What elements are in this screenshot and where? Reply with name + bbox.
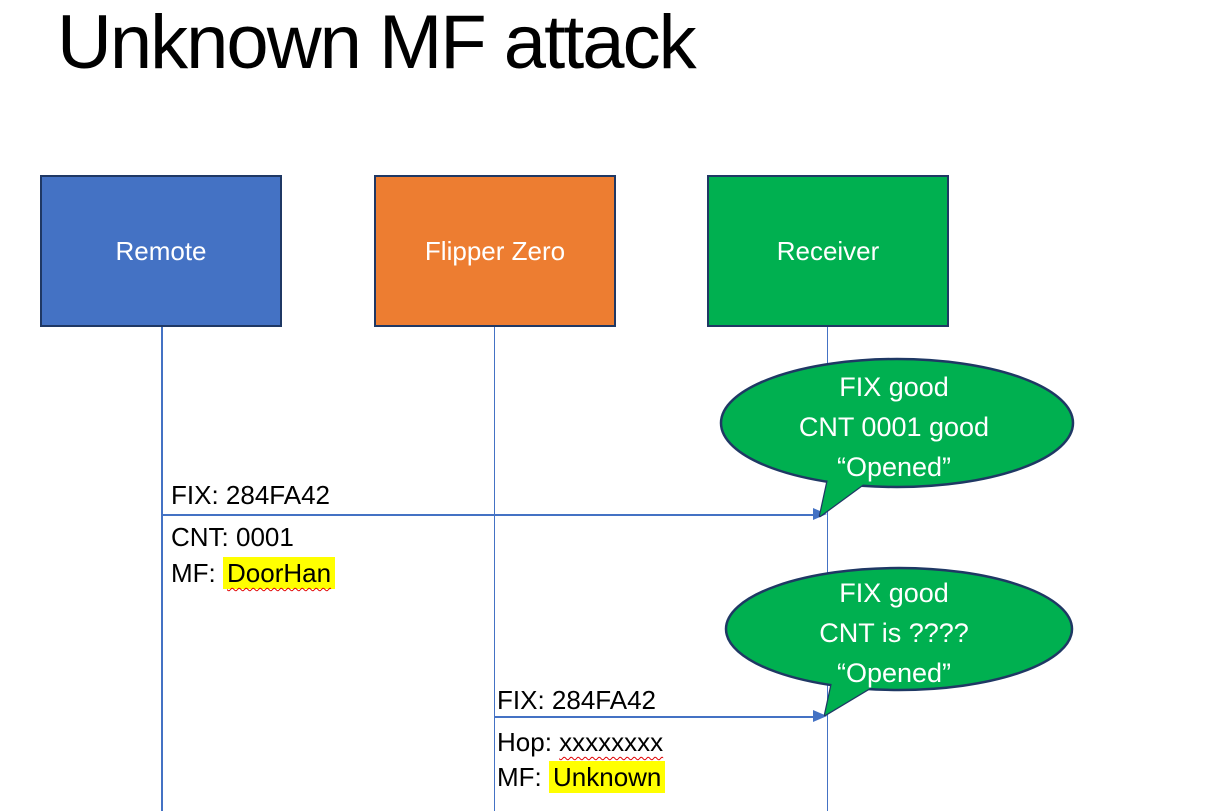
message-2-hop-prefix: Hop: — [497, 727, 560, 757]
lifeline-receiver — [826, 327, 828, 811]
callout-2-text: FIX good CNT is ???? “Opened” — [729, 573, 1059, 693]
actor-box-remote: Remote — [40, 175, 282, 327]
message-1-arrow-line — [162, 514, 814, 516]
message-2-arrowhead-icon — [813, 709, 827, 722]
message-1-mf-label: MF: DoorHan — [171, 557, 336, 589]
slide-title: Unknown MF attack — [57, 0, 697, 85]
message-1-mf-value: DoorHan — [227, 558, 332, 588]
message-2-mf-label: MF: Unknown — [497, 761, 666, 793]
message-1-fix-label: FIX: 284FA42 — [171, 480, 330, 510]
actor-box-receiver: Receiver — [707, 175, 949, 327]
message-2-fix-label: FIX: 284FA42 — [497, 685, 656, 715]
message-1-mf-prefix: MF: — [171, 558, 223, 588]
callout-2-line-2: CNT is ???? — [819, 618, 969, 648]
message-2-hop-value: xxxxxxxx — [559, 727, 664, 757]
message-2-hop-label: Hop: xxxxxxxx — [497, 726, 663, 758]
lifeline-remote — [161, 327, 163, 811]
callout-1-line-2: CNT 0001 good — [798, 412, 990, 442]
callout-1-line-3: “Opened” — [836, 452, 952, 482]
message-2-arrow-line — [494, 716, 814, 718]
actor-label-remote: Remote — [115, 235, 207, 266]
message-1-mf-highlight: DoorHan — [223, 557, 336, 589]
callout-1-text: FIX good CNT 0001 good “Opened” — [729, 367, 1059, 487]
callout-bubble-2 — [724, 566, 1074, 717]
message-2-mf-prefix: MF: — [497, 762, 549, 792]
actor-label-flipper-zero: Flipper Zero — [424, 235, 566, 266]
callout-bubble-1 — [719, 357, 1075, 518]
actor-box-flipper-zero: Flipper Zero — [374, 175, 616, 327]
message-2-mf-value: Unknown — [549, 761, 666, 793]
message-1-cnt-label: CNT: 0001 — [171, 522, 294, 552]
lifeline-flipper-zero — [493, 327, 495, 811]
callout-1-line-1: FIX good — [839, 372, 949, 402]
callout-2-line-3: “Opened” — [836, 658, 952, 688]
callout-2-line-1: FIX good — [839, 578, 949, 608]
actor-label-receiver: Receiver — [776, 235, 880, 266]
